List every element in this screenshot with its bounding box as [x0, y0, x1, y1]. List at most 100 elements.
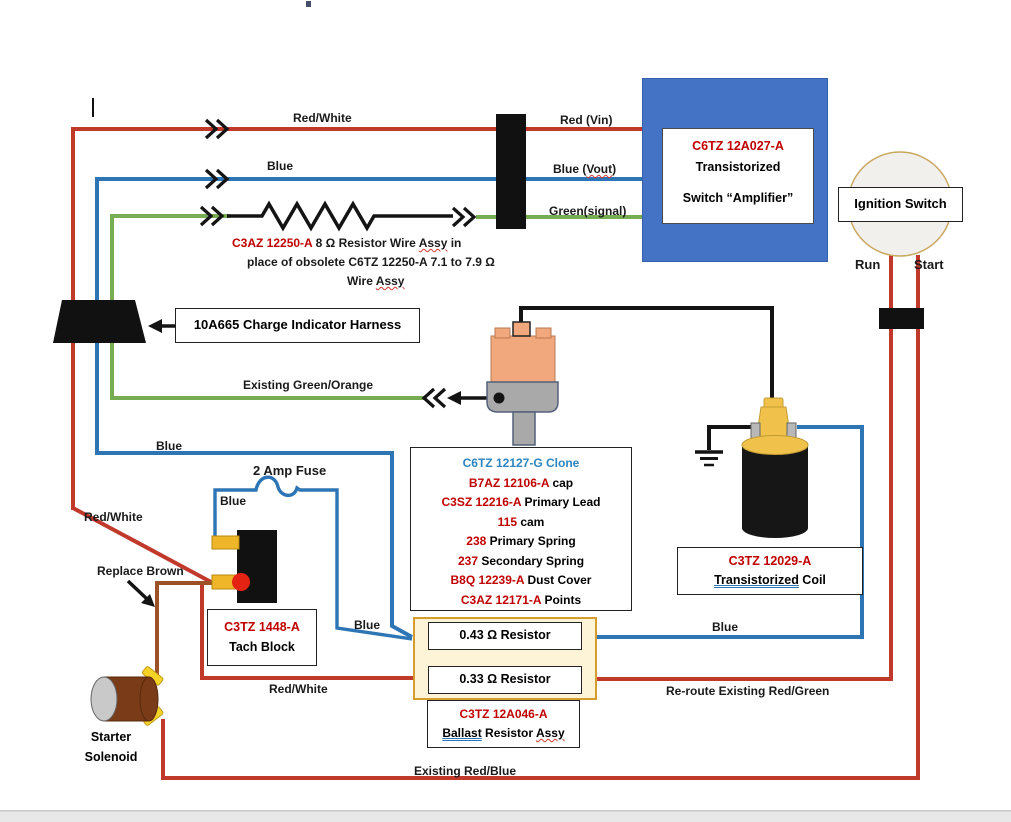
label-red-white-top: Red/White	[293, 111, 352, 125]
red-wires	[71, 127, 920, 780]
wire-coil-ground	[707, 425, 751, 450]
wire-red-white-feed	[71, 127, 644, 510]
ignition-connector-block	[879, 308, 924, 329]
ignition-wire-stubs	[889, 256, 920, 308]
label-existing-red-blue: Existing Red/Blue	[414, 764, 517, 778]
tach-name: Tach Block	[229, 640, 295, 654]
distributor-cap-tower-left	[494, 327, 511, 339]
ignition-switch-label: Ignition Switch	[838, 187, 963, 222]
coil-label: C3TZ 12029-A Transistorized Coil	[677, 547, 863, 595]
ballast-label-box: C3TZ 12A046-A Ballast Resistor Assy	[427, 700, 580, 748]
tach-red-button	[232, 573, 250, 591]
amplifier-line2: Transistorized	[695, 160, 781, 174]
label-green-signal: Green(signal)	[549, 204, 627, 218]
wire-distributor-to-coil	[519, 306, 774, 402]
label-red-white-left: Red/White	[84, 510, 143, 524]
tach-part-number: C3TZ 1448-A	[224, 620, 300, 634]
label-reroute-red-green: Re-route Existing Red/Green	[666, 684, 830, 698]
wire-blue-vout	[95, 177, 644, 639]
wire-existing-red-blue	[161, 255, 920, 780]
bottom-strip-border	[0, 810, 1011, 812]
chevron-right-red-icon	[204, 118, 230, 140]
wire-reroute-red-green	[597, 255, 893, 681]
resistor-note-line3: Wire Assy	[347, 274, 405, 288]
chevron-right-resistor-icon	[451, 206, 477, 228]
starter-solenoid-label: Starter Solenoid	[84, 730, 138, 764]
parts-item: 115 cam	[497, 514, 545, 529]
parts-item: 238 Primary Spring	[466, 534, 576, 548]
distributor-points-terminal	[493, 392, 505, 404]
distributor	[486, 321, 559, 446]
label-run: Run	[855, 257, 881, 272]
tach-block-label: C3TZ 1448-A Tach Block	[207, 609, 317, 666]
amplifier-box: C6TZ 12A027-A Transistorized Switch “Amp…	[642, 78, 828, 262]
wire-red-white-to-ballast	[200, 581, 413, 680]
distributor-cap-tower-right	[535, 327, 552, 339]
distributor-cap	[490, 335, 556, 383]
resistor-note-line1: C3AZ 12250-A 8 Ω Resistor Wire Assy in	[232, 236, 462, 250]
harness-arrowhead-icon	[148, 319, 162, 333]
wire-red-white-diagonal	[72, 506, 212, 584]
top-mark	[306, 1, 311, 7]
solenoid-end-cap	[139, 676, 159, 722]
wire-blue-fuse-branch	[213, 475, 413, 641]
label-blue-mid: Blue	[156, 439, 183, 453]
tach-block-body	[237, 530, 277, 603]
amplifier-label: C6TZ 12A027-A Transistorized Switch “Amp…	[662, 128, 814, 224]
label-two-amp-fuse: 2 Amp Fuse	[253, 463, 327, 478]
label-existing-green-orange: Existing Green/Orange	[243, 378, 374, 392]
label-blue-fuse: Blue	[220, 494, 247, 508]
replace-brown-arrowhead-icon	[141, 594, 155, 607]
distributor-arrowhead-icon	[447, 391, 461, 405]
label-red-vin: Red (Vin)	[560, 113, 613, 127]
amplifier-line3: Switch “Amplifier”	[682, 191, 794, 205]
replace-brown-arrow-line	[126, 579, 149, 601]
chevron-marks	[199, 118, 477, 409]
ballast-part-number: C3TZ 12A046-A	[459, 707, 548, 721]
distributor-body	[486, 381, 559, 413]
tach-block	[211, 530, 277, 603]
ballast-name: Ballast Resistor Assy	[442, 726, 565, 740]
chevron-right-blue-icon	[204, 168, 230, 190]
resistor-043-label: 0.43 Ω Resistor	[428, 622, 582, 650]
resistor-note-line2: place of obsolete C6TZ 12250-A 7.1 to 7.…	[247, 255, 495, 269]
label-blue-ballast: Blue	[354, 618, 381, 632]
parts-item: 237 Secondary Spring	[457, 553, 585, 568]
tach-terminal-top	[211, 535, 240, 550]
chevron-right-green-icon	[199, 205, 225, 227]
resistor-wire-zigzag	[227, 200, 453, 232]
distributor-parts-title: C6TZ 12127-G Clone	[462, 456, 580, 470]
label-red-white-bottom: Red/White	[269, 682, 328, 696]
wire-blue-to-coil	[597, 425, 864, 639]
text-cursor-mark	[92, 98, 94, 117]
coil-top-cap	[741, 435, 809, 455]
blue-wires	[95, 177, 864, 641]
ignition-coil	[741, 397, 809, 538]
coil-body	[742, 445, 808, 538]
parts-item: B7AZ 12106-A cap	[468, 475, 574, 490]
parts-item: B8Q 12239-A Dust Cover	[450, 573, 592, 587]
charge-harness-label: 10A665 Charge Indicator Harness	[175, 308, 420, 343]
label-blue-top: Blue	[267, 159, 294, 173]
distributor-parts-box: C6TZ 12127-G Clone B7AZ 12106-A cap C3SZ…	[410, 447, 632, 611]
bottom-strip	[0, 811, 1011, 822]
charge-harness-connector	[53, 300, 146, 343]
firewall-connector	[496, 114, 526, 229]
distributor-coil-tower	[512, 321, 531, 337]
wire-brown	[155, 581, 213, 676]
label-start: Start	[914, 257, 944, 272]
label-blue-coil: Blue	[712, 620, 739, 634]
resistor-033-label: 0.33 Ω Resistor	[428, 666, 582, 694]
coil-part-number: C3TZ 12029-A	[728, 554, 812, 568]
black-wires	[227, 200, 774, 467]
parts-item: C3SZ 12216-A Primary Lead	[441, 495, 601, 509]
chevron-left-distributor-icon	[421, 387, 447, 409]
coil-name: Transistorized Coil	[714, 573, 826, 587]
solenoid-front-face	[90, 676, 118, 722]
parts-item: C3AZ 12171-A Points	[460, 592, 582, 607]
label-blue-vout: Blue (Vout)	[553, 162, 617, 176]
distributor-shaft	[512, 411, 536, 446]
starter-solenoid	[90, 666, 164, 726]
label-replace-brown: Replace Brown	[97, 564, 184, 578]
